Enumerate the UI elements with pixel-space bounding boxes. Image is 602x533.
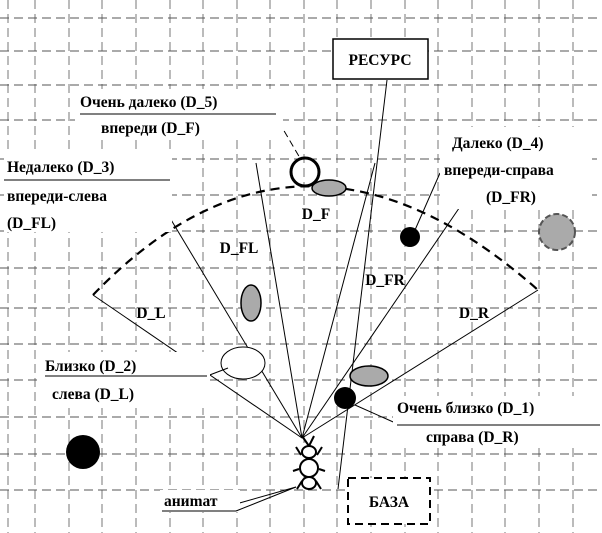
callout-very-far-line1: Очень далеко (D_5) (80, 94, 217, 111)
callout-close: Близко (D_2) слева (D_L) (40, 352, 210, 408)
sector-label-left: D_L (136, 305, 165, 322)
animat-label-group: аниmат (160, 486, 297, 512)
callout-not-far-line1: Недалеко (D_3) (7, 159, 114, 176)
callout-far-line1: Далеко (D_4) (452, 135, 544, 152)
callout-very-close-line1: Очень близко (D_1) (397, 400, 534, 417)
sector-ray-6 (301, 289, 539, 439)
object-very-far-front (289, 156, 321, 188)
animat-icon (292, 435, 326, 490)
callout-far-line2: впереди-справа (444, 162, 554, 179)
sector-labels: D_F D_FL D_FR D_L D_R (136, 206, 490, 322)
callout-not-far: Недалеко (D_3) впереди-слева (D_FL) (4, 154, 172, 232)
sector-ray-2 (157, 197, 303, 439)
callout-not-far-line2: впереди-слева (7, 188, 107, 205)
sector-label-front: D_F (302, 206, 330, 223)
object-outside-right (538, 213, 576, 251)
animat-label: аниmат (164, 493, 218, 510)
callout-leaders (206, 111, 441, 505)
callout-very-far: Очень далеко (D_5) впереди (D_F) (75, 89, 283, 137)
grid-vertical-lines (7, 0, 574, 533)
base-resource-link (337, 79, 388, 490)
object-close-left (220, 346, 266, 380)
sector-ray-3 (255, 162, 303, 439)
grid-horizontal-lines (0, 17, 602, 491)
resource-label: РЕСУРС (348, 52, 411, 69)
object-outside-left (66, 435, 100, 469)
sector-label-front-left: D_FL (220, 240, 259, 257)
callout-not-far-line3: (D_FL) (7, 215, 56, 232)
sector-ray-4 (301, 162, 376, 439)
callout-far: Далеко (D_4) впереди-справа (D_FR) (440, 127, 592, 209)
callout-close-line1: Близко (D_2) (45, 358, 136, 375)
object-far-front-right (400, 227, 420, 247)
callout-very-close-line2: справа (D_R) (426, 429, 519, 446)
callout-very-close: Очень близко (D_1) справа (D_R) (393, 396, 600, 448)
objects (66, 156, 576, 469)
object-front (311, 179, 347, 197)
callout-far-line3: (D_FR) (486, 189, 536, 206)
callout-very-far-line2: впереди (D_F) (101, 120, 200, 137)
sector-label-right: D_R (459, 305, 490, 322)
sector-ray-5 (301, 197, 467, 439)
object-very-close-right (334, 387, 356, 409)
base-box: БАЗА (347, 477, 431, 525)
resource-box: РЕСУРС (332, 38, 429, 80)
object-front-left (240, 284, 262, 322)
callout-close-line2: слева (D_L) (52, 386, 134, 403)
object-right-near (349, 365, 389, 387)
sector-label-front-right: D_FR (365, 272, 405, 289)
base-label: БАЗА (369, 494, 410, 511)
